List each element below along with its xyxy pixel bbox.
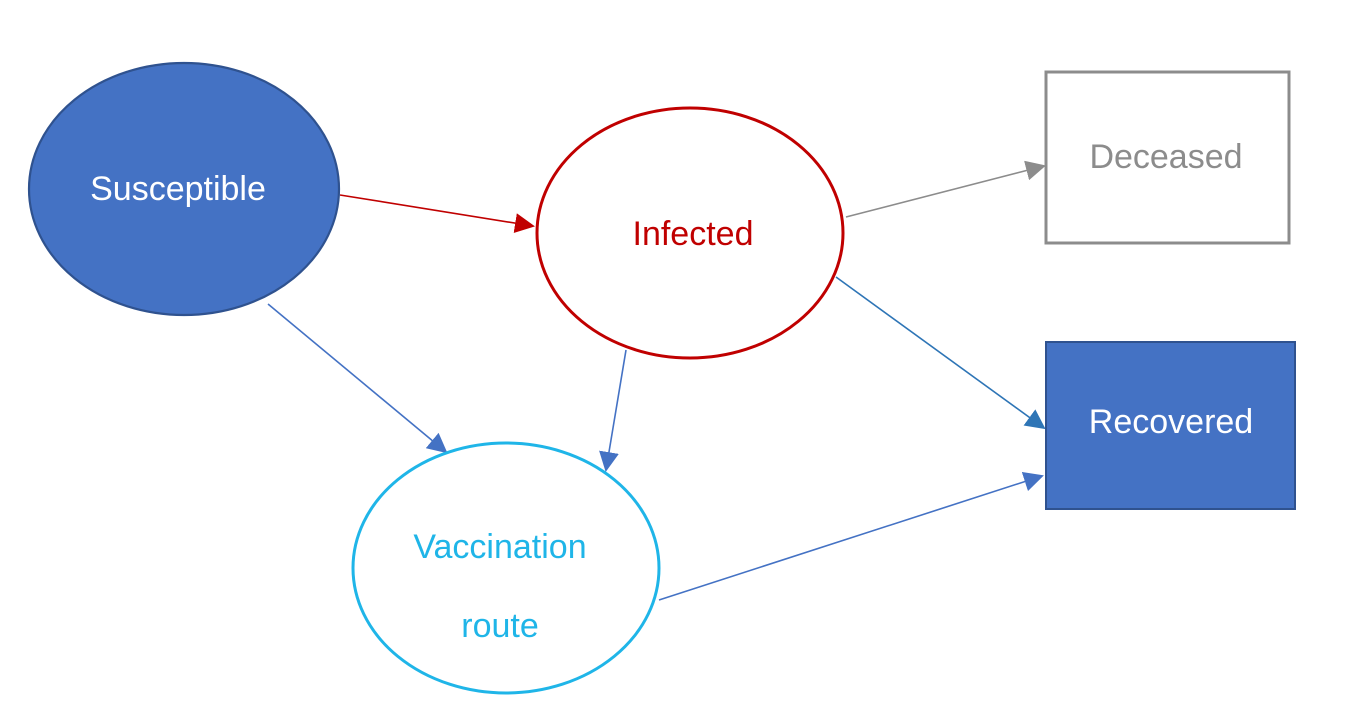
recovered-box [1045, 341, 1296, 510]
infected-ellipse [535, 106, 845, 360]
edge-infected-to-recovered [835, 276, 1046, 430]
edge-susceptible-to-infected [339, 194, 535, 234]
deceased-box [1044, 70, 1291, 245]
node-recovered: Recovered [1045, 341, 1296, 510]
node-deceased: Deceased [1044, 70, 1291, 245]
node-vaccination-route: Vaccination route [351, 441, 661, 695]
edge-susceptible-to-vaccination [267, 303, 448, 454]
susceptible-ellipse [27, 61, 341, 317]
susceptible-label: Susceptible [90, 170, 266, 208]
edge-infected-to-deceased [845, 160, 1046, 218]
node-susceptible: Susceptible [27, 61, 341, 317]
edge-infected-to-vaccination [599, 349, 627, 472]
recovered-label: Recovered [1089, 403, 1253, 441]
vaccination-route-label-line2: route [461, 607, 539, 645]
deceased-label: Deceased [1089, 138, 1242, 176]
vaccination-route-label-line1: Vaccination [413, 528, 586, 566]
edges [267, 160, 1046, 601]
node-infected: Infected [535, 106, 845, 360]
edge-vaccination-to-recovered [658, 472, 1044, 601]
vaccination-route-ellipse [351, 441, 661, 695]
infected-label: Infected [633, 215, 754, 253]
